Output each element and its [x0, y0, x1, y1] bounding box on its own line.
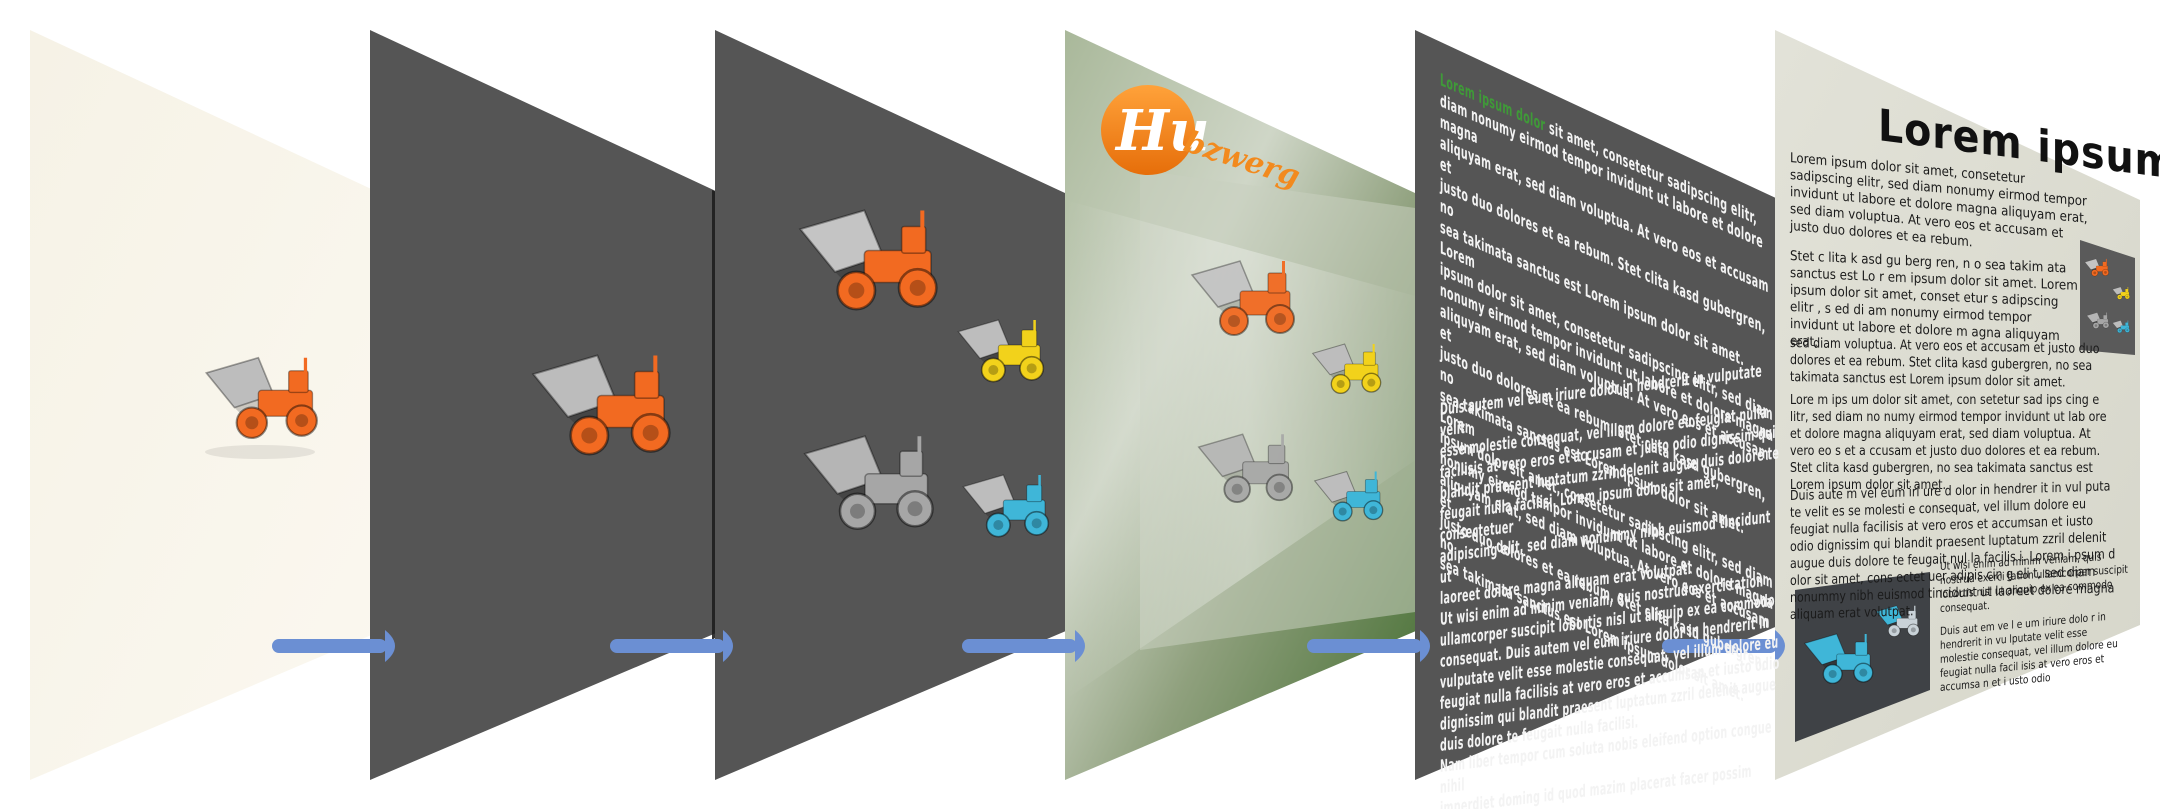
- arrow-4: [1307, 630, 1430, 662]
- arrow-2: [610, 630, 733, 662]
- arrow-3: [962, 630, 1085, 662]
- panel-masked-object: [370, 30, 735, 780]
- orange-dumper-image: [205, 356, 319, 459]
- panel-background: [30, 30, 395, 780]
- panel-final-document: [1775, 30, 2140, 780]
- document-thumbnail: [2080, 240, 2135, 355]
- panel-variants: [715, 30, 1080, 780]
- arrow-1: [272, 630, 395, 662]
- panel-text-layer: [1415, 30, 1780, 780]
- arrow-5: [1662, 630, 1785, 662]
- panel-branding: Hu bzwerg: [1065, 30, 1430, 780]
- logo-main-text: Hu: [1114, 98, 1210, 164]
- document-photo: [1795, 572, 1930, 742]
